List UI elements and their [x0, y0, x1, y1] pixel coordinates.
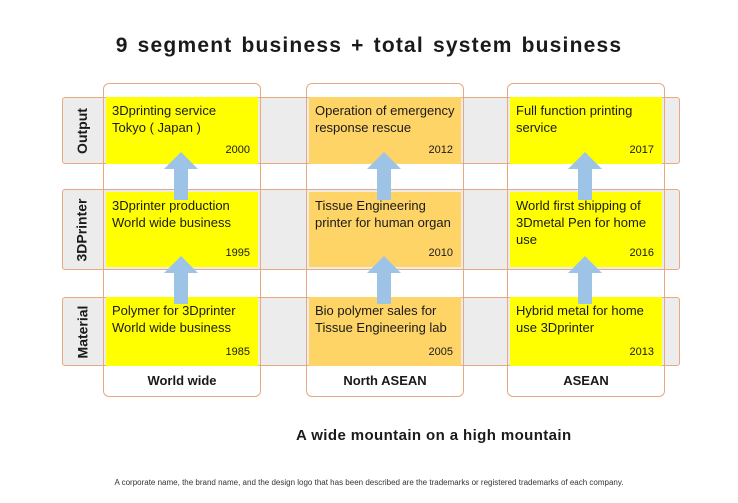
- cell-text: Full function printing service: [516, 103, 633, 135]
- cell-output-north-asean: Operation of emergency response rescue 2…: [309, 97, 461, 164]
- cell-year: 1995: [225, 247, 250, 259]
- column-north-asean: [306, 83, 464, 397]
- cell-text: Tissue Engineering printer for human org…: [315, 198, 451, 230]
- cell-year: 2005: [428, 346, 453, 358]
- cell-text: Operation of emergency response rescue: [315, 103, 455, 135]
- cell-material-asean: Hybrid metal for home use 3Dprinter 2013: [510, 297, 662, 366]
- column-world-wide: [103, 83, 261, 397]
- cell-year: 1985: [225, 346, 250, 358]
- cell-text: 3Dprinter production World wide business: [112, 198, 231, 230]
- cell-year: 2000: [225, 144, 250, 156]
- row-label-material: Material: [62, 297, 102, 366]
- column-asean: [507, 83, 665, 397]
- up-arrow-icon: [164, 152, 198, 200]
- cell-text: Hybrid metal for home use 3Dprinter: [516, 303, 644, 335]
- cell-output-asean: Full function printing service 2017: [510, 97, 662, 164]
- column-label-north-asean: North ASEAN: [343, 373, 427, 388]
- row-label-output: Output: [62, 97, 102, 164]
- column-label-asean: ASEAN: [563, 373, 609, 388]
- row-label-output-text: Output: [74, 107, 90, 154]
- up-arrow-icon: [367, 152, 401, 200]
- up-arrow-icon: [568, 152, 602, 200]
- cell-year: 2012: [428, 144, 453, 156]
- diagram-subtitle: A wide mountain on a high mountain: [296, 427, 572, 444]
- cell-material-north-asean: Bio polymer sales for Tissue Engineering…: [309, 297, 461, 366]
- up-arrow-icon: [568, 256, 602, 304]
- cell-material-world-wide: Polymer for 3Dprinter World wide busines…: [106, 297, 258, 366]
- cell-text: Polymer for 3Dprinter World wide busines…: [112, 303, 236, 335]
- diagram-title: 9 segment business + total system busine…: [115, 34, 623, 57]
- row-label-3dprinter-text: 3DPrinter: [74, 197, 90, 262]
- cell-3dprinter-asean: World first shipping of 3Dmetal Pen for …: [510, 192, 662, 267]
- cell-3dprinter-north-asean: Tissue Engineering printer for human org…: [309, 192, 461, 267]
- cell-output-world-wide: 3Dprinting service Tokyo ( Japan ) 2000: [106, 97, 258, 164]
- row-label-3dprinter: 3DPrinter: [62, 189, 102, 270]
- cell-text: Bio polymer sales for Tissue Engineering…: [315, 303, 447, 335]
- cell-year: 2013: [629, 346, 654, 358]
- cell-3dprinter-world-wide: 3Dprinter production World wide business…: [106, 192, 258, 267]
- cell-year: 2017: [629, 144, 654, 156]
- row-label-material-text: Material: [74, 305, 91, 358]
- up-arrow-icon: [164, 256, 198, 304]
- trademark-footer: A corporate name, the brand name, and th…: [114, 478, 624, 487]
- up-arrow-icon: [367, 256, 401, 304]
- cell-text: World first shipping of 3Dmetal Pen for …: [516, 198, 647, 247]
- cell-year: 2010: [428, 247, 453, 259]
- column-label-world-wide: World wide: [147, 373, 217, 388]
- cell-year: 2016: [629, 247, 654, 259]
- cell-text: 3Dprinting service Tokyo ( Japan ): [112, 103, 217, 135]
